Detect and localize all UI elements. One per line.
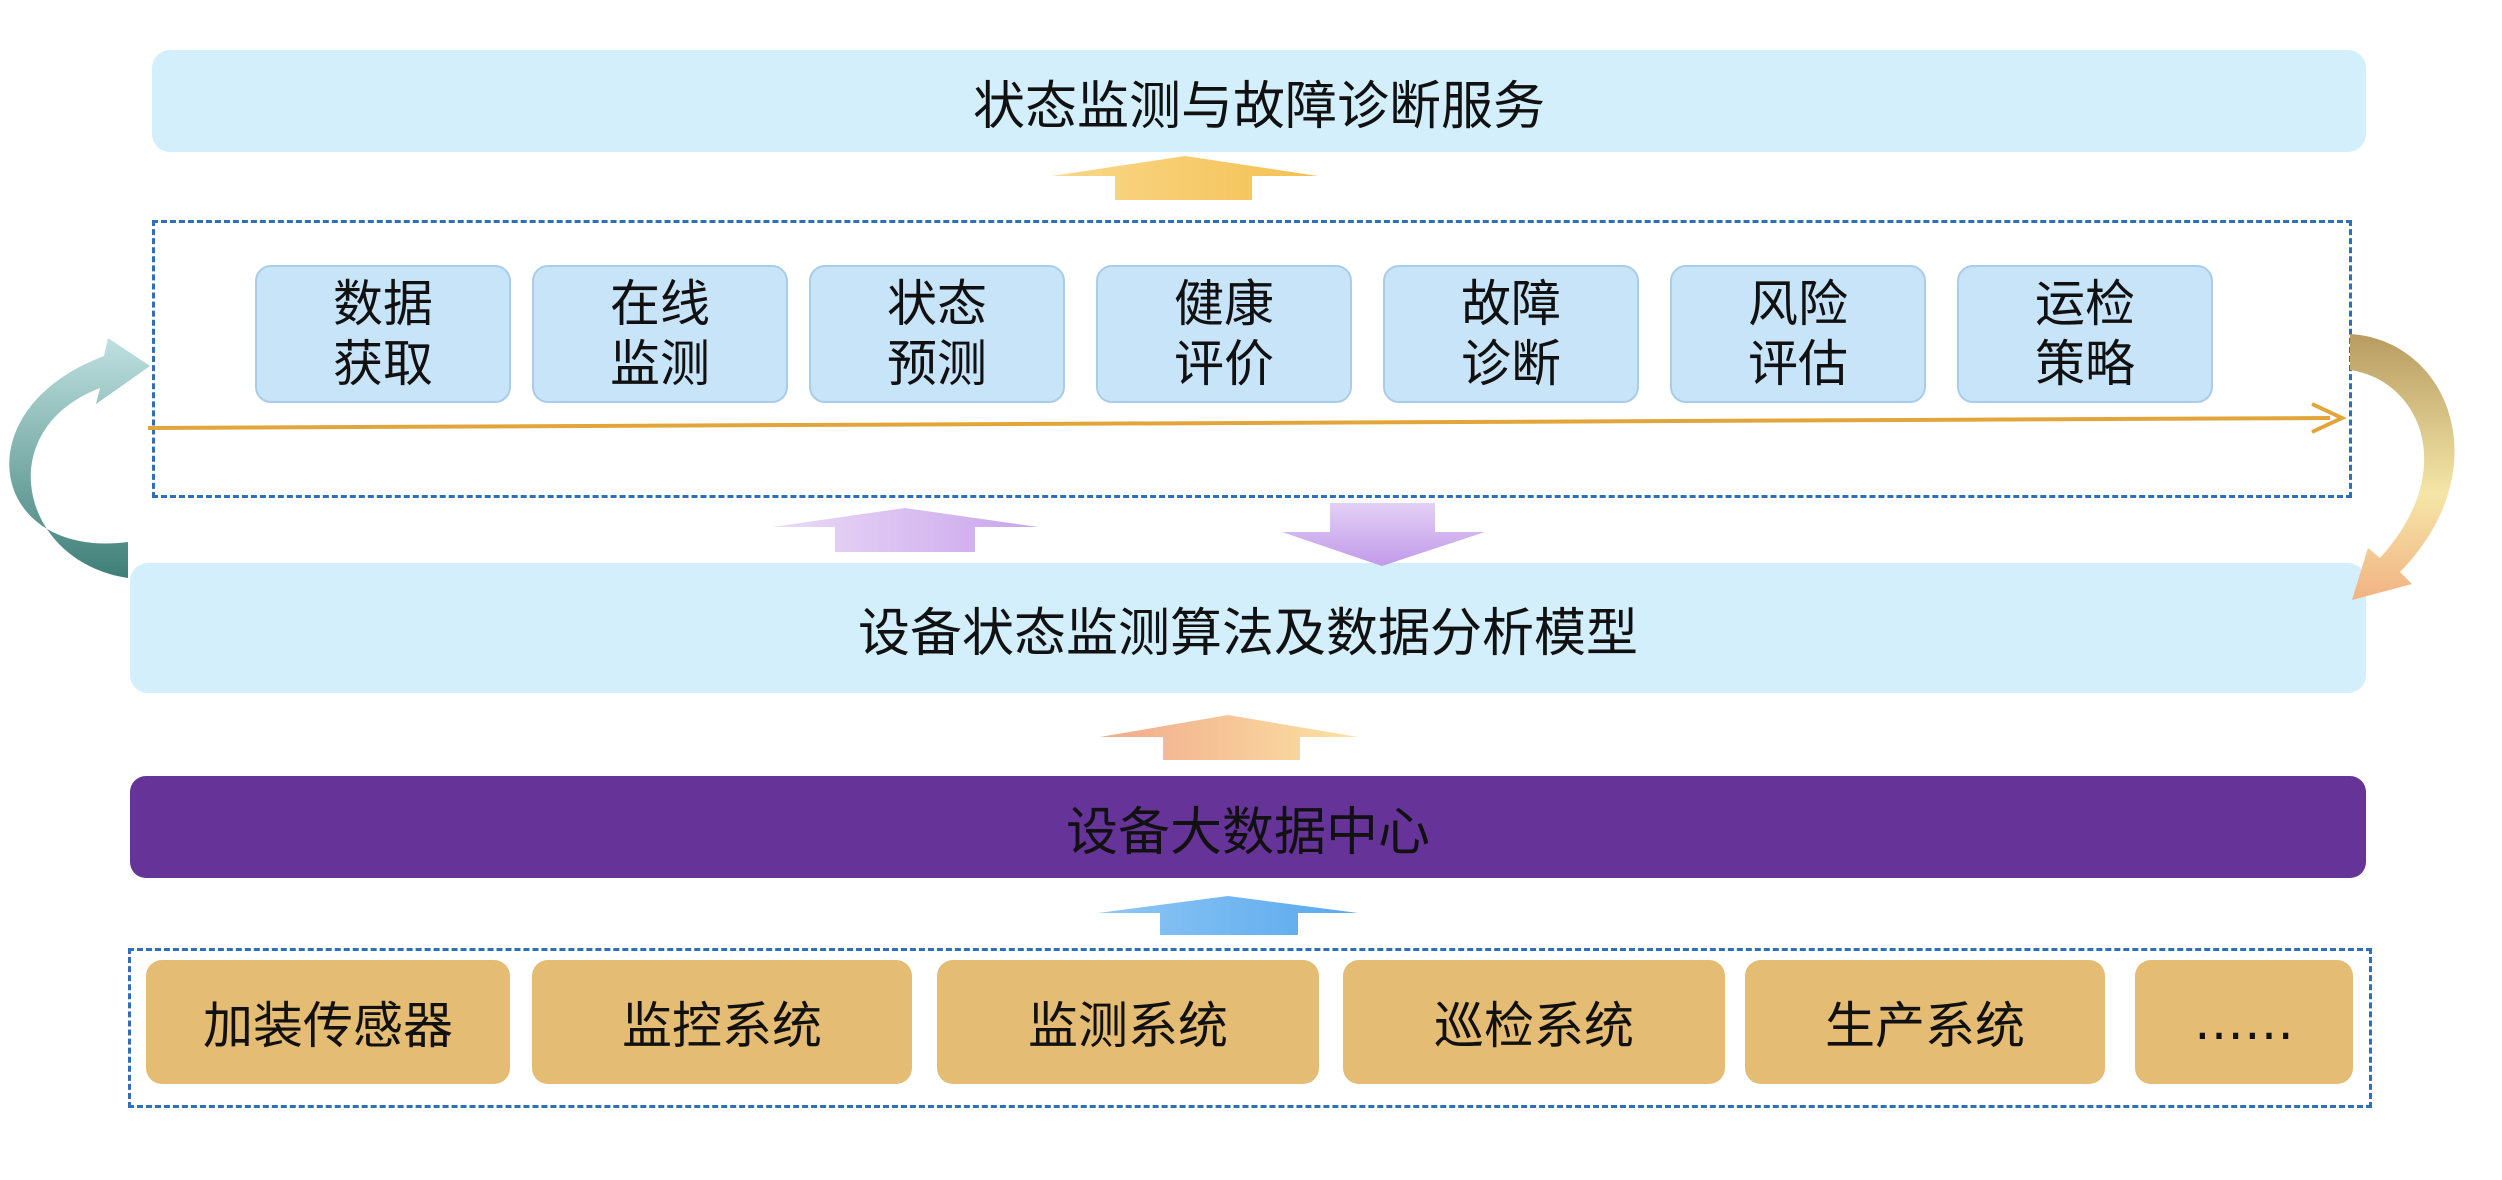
module-label-line1: 运检 [2035,275,2135,333]
arrow-up-to-data-center [1098,896,1358,935]
source-label: 生产系统 [1825,997,2025,1055]
right-feedback-curve-arrow [2350,334,2455,600]
arrow-down-to-model [1282,503,1485,566]
module-label-line2: 评估 [1748,335,1848,393]
module-label-line1: 健康 [1174,275,1274,333]
module-state-prediction: 状态 预测 [809,265,1065,403]
source-control-system: 监控系统 [532,960,912,1084]
data-center-label: 设备大数据中心 [1065,802,1430,863]
top-service-bar: 状态监测与故障诊断服务 [152,50,2366,152]
module-label-line2: 监测 [610,335,710,393]
source-label: 巡检系统 [1434,997,1634,1055]
left-feedback-curve-arrow [9,338,150,578]
module-label-line1: 数据 [333,275,433,333]
source-monitoring-system: 监测系统 [937,960,1319,1084]
top-service-label: 状态监测与故障诊断服务 [972,76,1545,137]
process-timeline-arrowhead [2311,402,2347,434]
module-label-line2: 评价 [1174,335,1274,393]
source-label: 监测系统 [1028,997,1228,1055]
module-fault-diagnosis: 故障 诊断 [1383,265,1639,403]
source-label: 监控系统 [622,997,822,1055]
module-label-line2: 诊断 [1461,335,1561,393]
source-more: …… [2135,960,2353,1084]
data-center-bar: 设备大数据中心 [130,776,2366,878]
module-label-line1: 在线 [610,275,710,333]
module-label-line2: 策略 [2035,335,2135,393]
module-data-acquisition: 数据 获取 [255,265,511,403]
module-risk-assessment: 风险 评估 [1670,265,1926,403]
module-label-line2: 预测 [887,335,987,393]
source-label: 加装传感器 [203,997,453,1055]
source-production-system: 生产系统 [1745,960,2105,1084]
module-label-line1: 故障 [1461,275,1561,333]
module-maintenance-strategy: 运检 策略 [1957,265,2213,403]
process-timeline-line [147,416,2331,430]
arrow-up-to-model [1100,715,1358,760]
model-layer-label: 设备状态监测算法及数据分析模型 [857,603,1638,664]
module-label-line2: 获取 [333,335,433,393]
module-label-line1: 风险 [1748,275,1848,333]
source-inspection-system: 巡检系统 [1343,960,1725,1084]
module-health-evaluation: 健康 评价 [1096,265,1352,403]
arrow-up-to-service [1052,156,1318,200]
source-sensors: 加装传感器 [146,960,510,1084]
data-sources-container [128,948,2372,1108]
module-label-line1: 状态 [887,275,987,333]
arrow-up-to-modules [772,508,1038,552]
model-layer-bar: 设备状态监测算法及数据分析模型 [130,563,2366,693]
module-online-monitoring: 在线 监测 [532,265,788,403]
source-label: …… [2194,993,2294,1051]
